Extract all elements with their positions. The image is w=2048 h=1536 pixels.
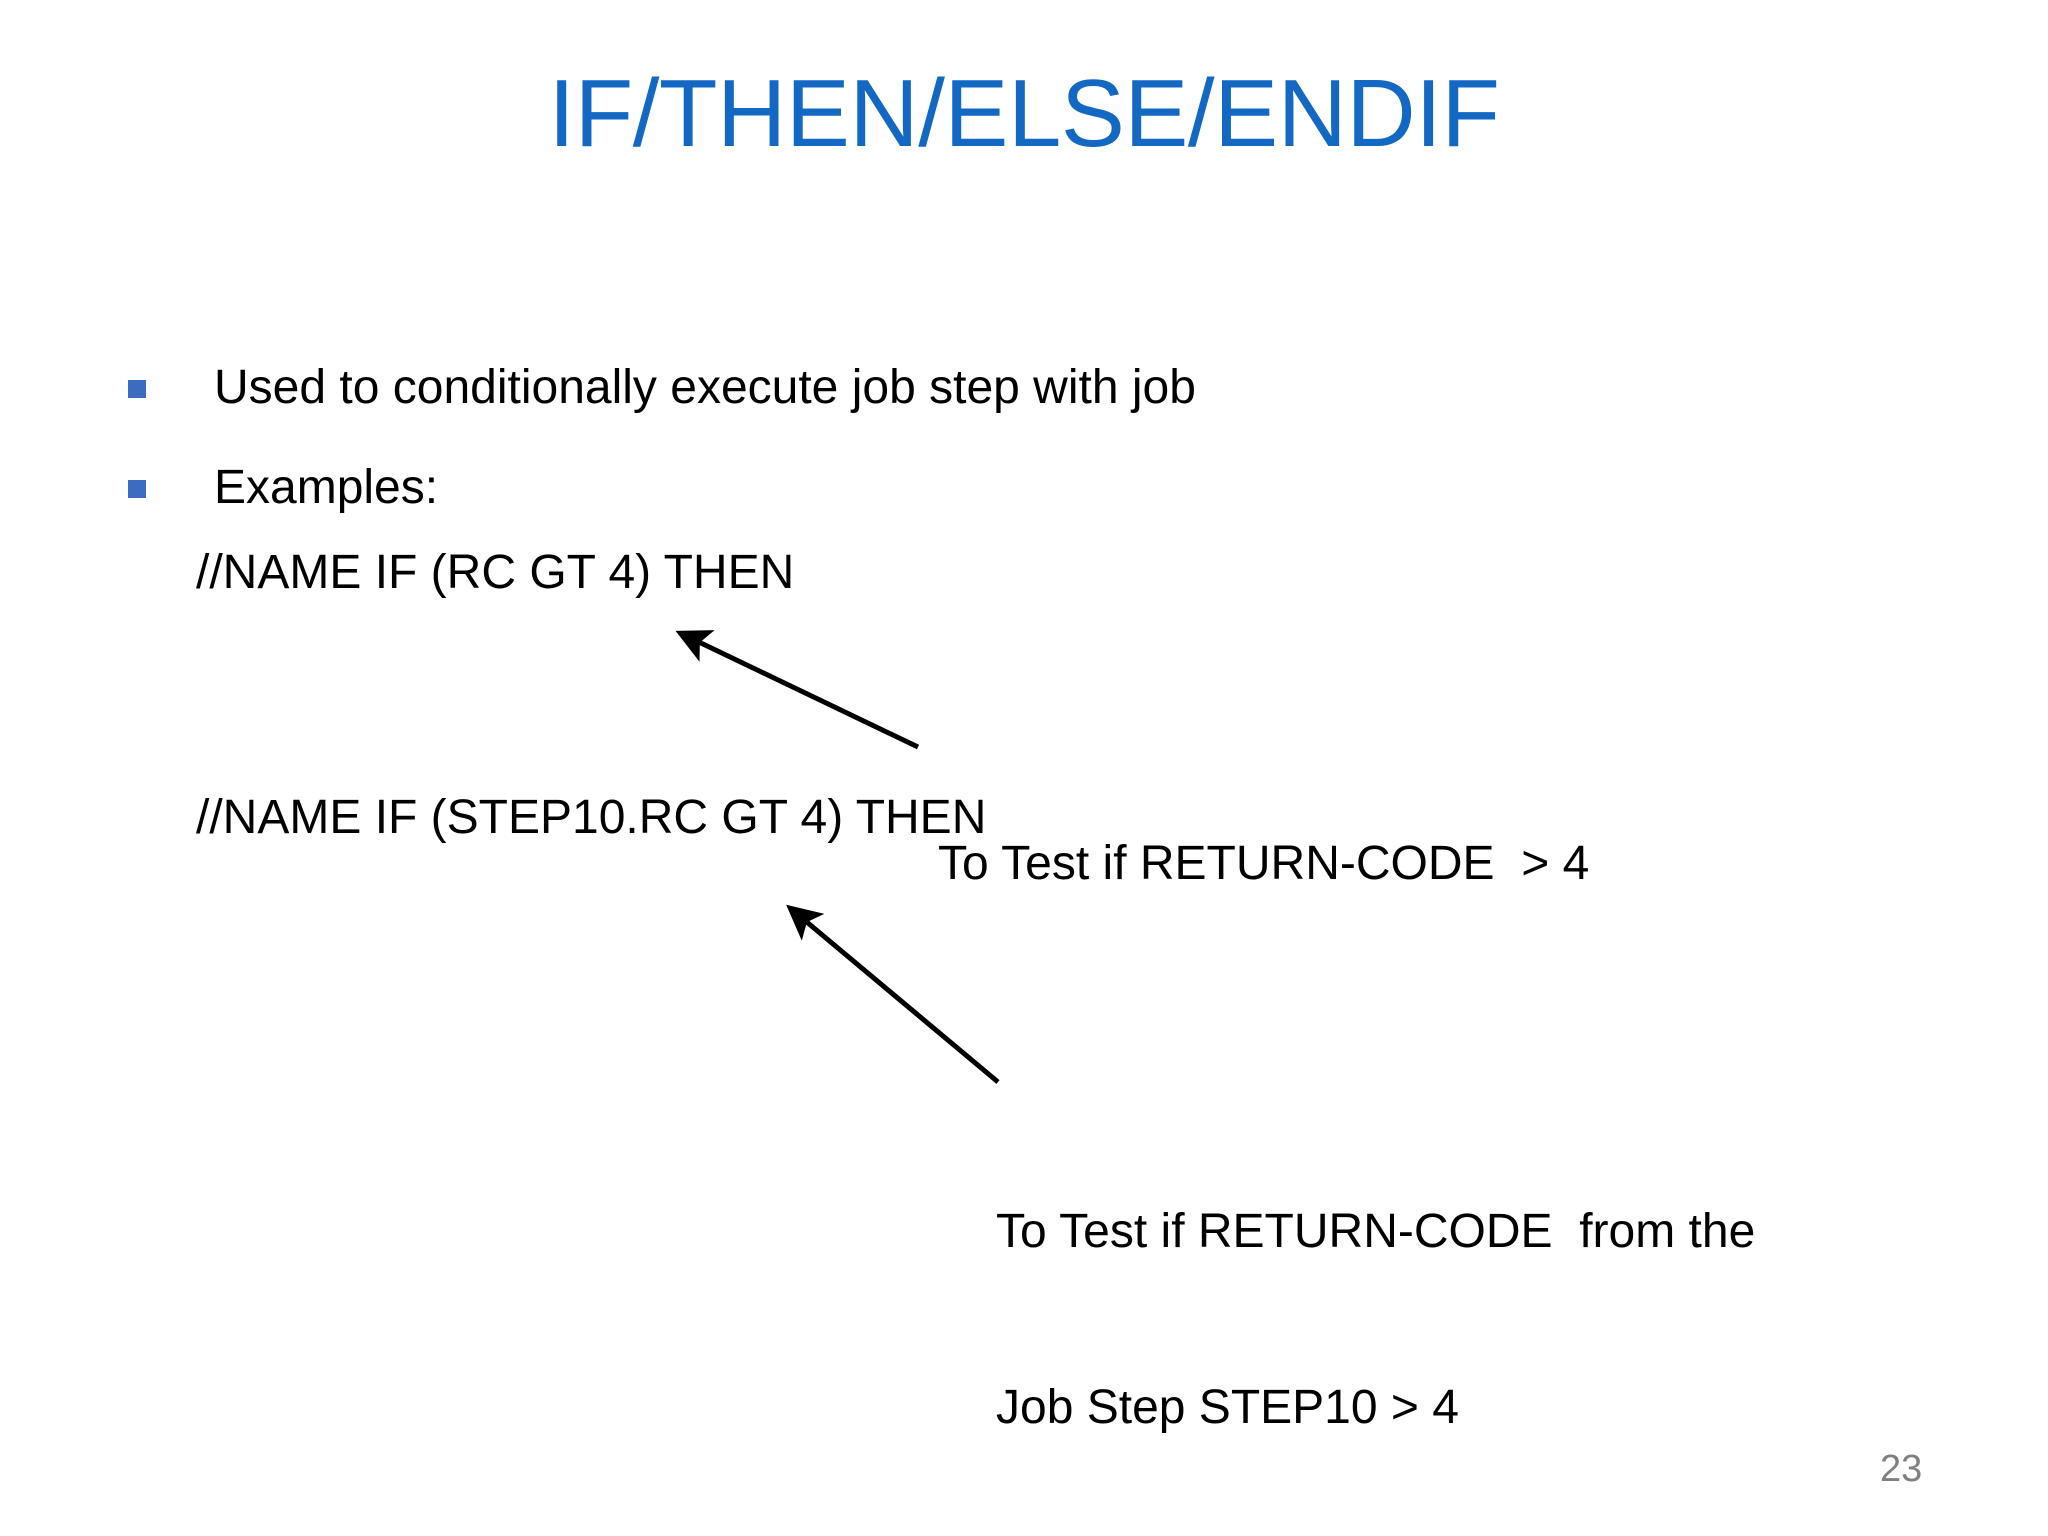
arrow-up-left-icon bbox=[675, 630, 920, 750]
bullet-item-1: Used to conditionally execute job step w… bbox=[128, 360, 1196, 415]
page-title: IF/THEN/ELSE/ENDIF bbox=[548, 60, 1500, 167]
square-bullet-icon bbox=[128, 480, 146, 498]
bullet-item-2-label: Examples: bbox=[214, 461, 439, 514]
annotation-callout-1-line-1: To Test if RETURN-CODE > 4 bbox=[938, 837, 1590, 891]
annotation-callout-2-line-1: To Test if RETURN-CODE from the bbox=[996, 1205, 1756, 1259]
annotation-callout-2-line-2: Job Step STEP10 > 4 bbox=[996, 1380, 1459, 1434]
page-number: 23 bbox=[1880, 1448, 1923, 1490]
code-example-line-2: //NAME IF (STEP10.RC GT 4) THEN bbox=[196, 791, 987, 844]
arrow-up-left-icon bbox=[786, 904, 1000, 1084]
bullet-item-1-label: Used to conditionally execute job step w… bbox=[214, 361, 1196, 414]
annotation-callout-1: To Test if RETURN-CODE > 4 bbox=[938, 718, 1589, 1011]
code-example-line-1: //NAME IF (RC GT 4) THEN bbox=[196, 546, 795, 599]
annotation-callout-2: To Test if RETURN-CODE from the Job Step… bbox=[996, 1086, 1755, 1536]
square-bullet-icon bbox=[128, 380, 146, 398]
bullet-item-2: Examples: bbox=[128, 460, 438, 515]
